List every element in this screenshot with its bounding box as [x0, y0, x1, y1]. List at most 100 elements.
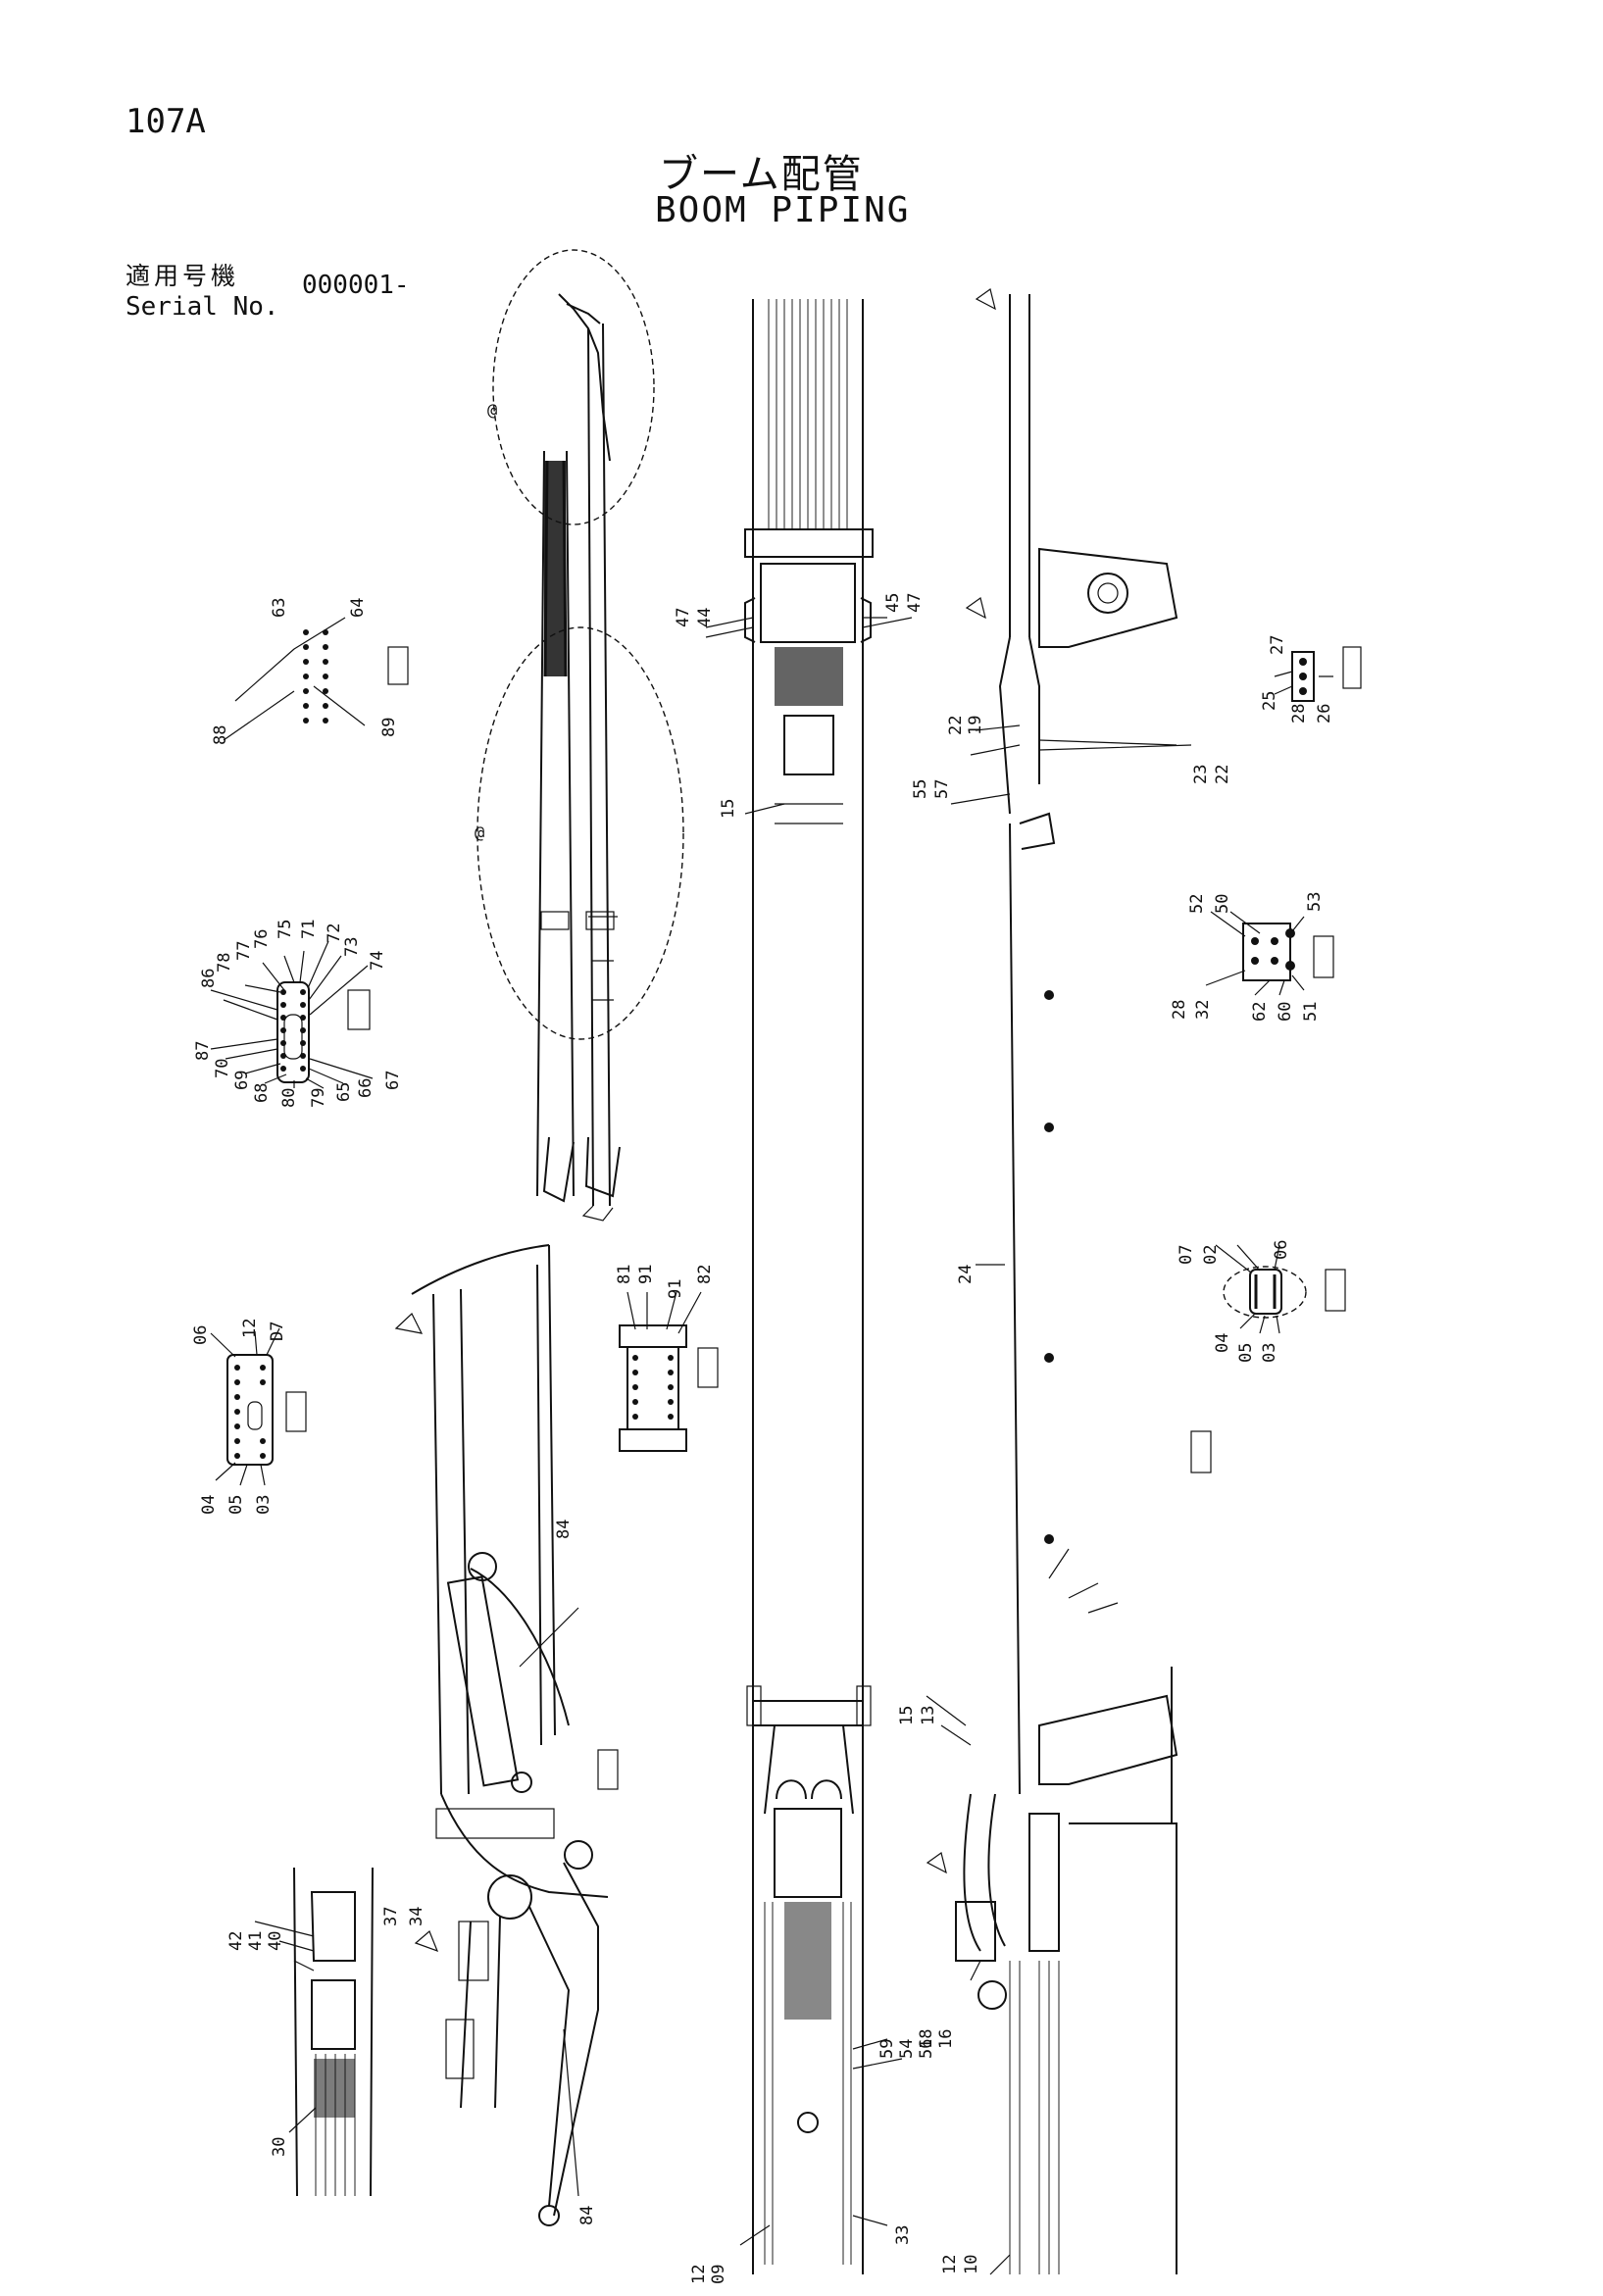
detail-tag-c-mid: [597, 1749, 619, 1790]
callout-86: 86: [199, 969, 219, 988]
callout-74: 74: [368, 951, 387, 971]
block-body: [276, 981, 310, 1083]
detail-tag-d-right: [1190, 1430, 1212, 1473]
callout-15-right: 15: [897, 1706, 917, 1725]
foot-leaders: [254, 1921, 317, 2133]
callout-25: 25: [1260, 691, 1279, 711]
section-c-hoses: [1254, 1274, 1277, 1309]
section-a: 27 25 28 26: [1260, 635, 1362, 724]
callout-22-b: 22: [1213, 765, 1232, 784]
boom-bracket: [540, 911, 570, 930]
foot-detail: 42 41 40 30: [226, 1867, 374, 2197]
center-upper-leaders: [705, 617, 913, 815]
callout-41: 41: [246, 1931, 266, 1951]
detail-h-rails: [626, 1347, 679, 1429]
callout-03-l: 03: [254, 1495, 274, 1515]
section-c-tag: [1325, 1269, 1346, 1312]
overview-ellipse-top: [492, 249, 655, 525]
right-leaders: [926, 724, 1192, 2275]
callout-19: 19: [966, 716, 985, 735]
elbow-hose: [440, 1793, 609, 1898]
callout-63: 63: [270, 598, 289, 618]
detail-h-leaders: [626, 1291, 702, 1334]
callout-55: 55: [911, 779, 930, 799]
callout-52: 52: [1187, 894, 1207, 914]
callout-68: 68: [252, 1083, 272, 1103]
cylinder-body: [446, 1575, 520, 1787]
arm-leaders: [519, 1607, 579, 2197]
callout-30: 30: [270, 2137, 289, 2157]
callout-40: 40: [266, 1931, 285, 1951]
right-top-neck: [998, 636, 1040, 815]
callout-50: 50: [1213, 894, 1232, 914]
detail-l-block: 06 12 D7 04 05 03: [191, 1319, 307, 1515]
detail-block-b: 86 78 77 76 75 71 72 73 74 87 70 69 68 8…: [193, 920, 403, 1108]
boom-overview: @ @: [475, 249, 684, 1222]
center-mid-ear-right: [856, 1685, 872, 1726]
callout-88: 88: [211, 725, 230, 745]
right-upper-bearing-inner: [1097, 582, 1119, 604]
block-leaders: [210, 940, 374, 1089]
right-upper-gusset: [1038, 547, 1178, 648]
right-lower-stripes: [1048, 1548, 1119, 1614]
callout-76: 76: [252, 929, 272, 949]
section-b-leaders: [1205, 911, 1305, 996]
overview-ellipse-mid: [476, 626, 684, 1040]
callout-47-a: 47: [674, 608, 693, 627]
center-lower-leaders: [739, 2038, 903, 2246]
serial-value: 000001-: [302, 271, 410, 300]
callout-57: 57: [932, 779, 952, 799]
page-title-en: BOOM PIPING: [655, 190, 911, 230]
callout-54: 54: [897, 2039, 917, 2059]
foot-valve: [314, 2059, 355, 2118]
section-a-tag: [1342, 646, 1362, 689]
callout-13: 13: [919, 1706, 938, 1725]
center-lower-pin: [797, 2112, 819, 2133]
section-a-leaders: [1274, 671, 1333, 695]
callout-65: 65: [334, 1082, 354, 1102]
right-view-arrows: [926, 287, 996, 1874]
callout-72: 72: [325, 923, 344, 943]
section-c-ellipse: [1223, 1266, 1307, 1319]
right-mid-head: [1019, 812, 1056, 850]
arm-bracket: [585, 911, 615, 930]
arm-side-line: [536, 1244, 556, 1746]
callout-26: 26: [1315, 704, 1334, 724]
callout-84-b: 84: [577, 2206, 597, 2225]
callout-69: 69: [232, 1071, 252, 1090]
ref-mark-2: @: [475, 824, 484, 843]
right-upper-bearing: [1087, 573, 1128, 614]
detail-l-body: [226, 1354, 274, 1466]
callout-84-a: 84: [554, 1520, 574, 1539]
callout-37: 37: [381, 1907, 401, 1926]
foot-hoses: [315, 2054, 356, 2196]
callout-27: 27: [1268, 635, 1287, 655]
lower-bracket: [458, 1921, 489, 1981]
boom-lattice: [544, 461, 566, 676]
foot-outline: [293, 1867, 374, 2197]
center-top-flange: [744, 528, 874, 558]
callout-03-c: 03: [1260, 1343, 1279, 1363]
center-lower-valve: [784, 1902, 831, 2020]
arm-base-plate: [435, 1808, 555, 1839]
section-b-body: [1242, 923, 1291, 981]
arm-foot: [584, 1136, 621, 1198]
callout-73: 73: [342, 937, 362, 957]
detail-h-top: [619, 1324, 687, 1348]
callout-12-center: 12: [689, 2265, 709, 2284]
boom-foot: [542, 1136, 575, 1203]
callout-60: 60: [1276, 1002, 1295, 1022]
right-lower-gusset: [1038, 1694, 1178, 1785]
right-lower-block: [955, 1901, 996, 1962]
callout-44: 44: [695, 608, 715, 627]
center-mid-flange: [753, 1700, 863, 1726]
callout-d7-l: D7: [268, 1322, 287, 1341]
arm-head: [566, 303, 601, 324]
detail-h-bottom: [619, 1428, 687, 1452]
callout-64: 64: [348, 598, 368, 618]
callout-53: 53: [1305, 892, 1325, 912]
callout-02-c: 02: [1201, 1245, 1221, 1265]
x-leaders: [223, 617, 366, 741]
callout-91-a: 91: [636, 1265, 656, 1284]
